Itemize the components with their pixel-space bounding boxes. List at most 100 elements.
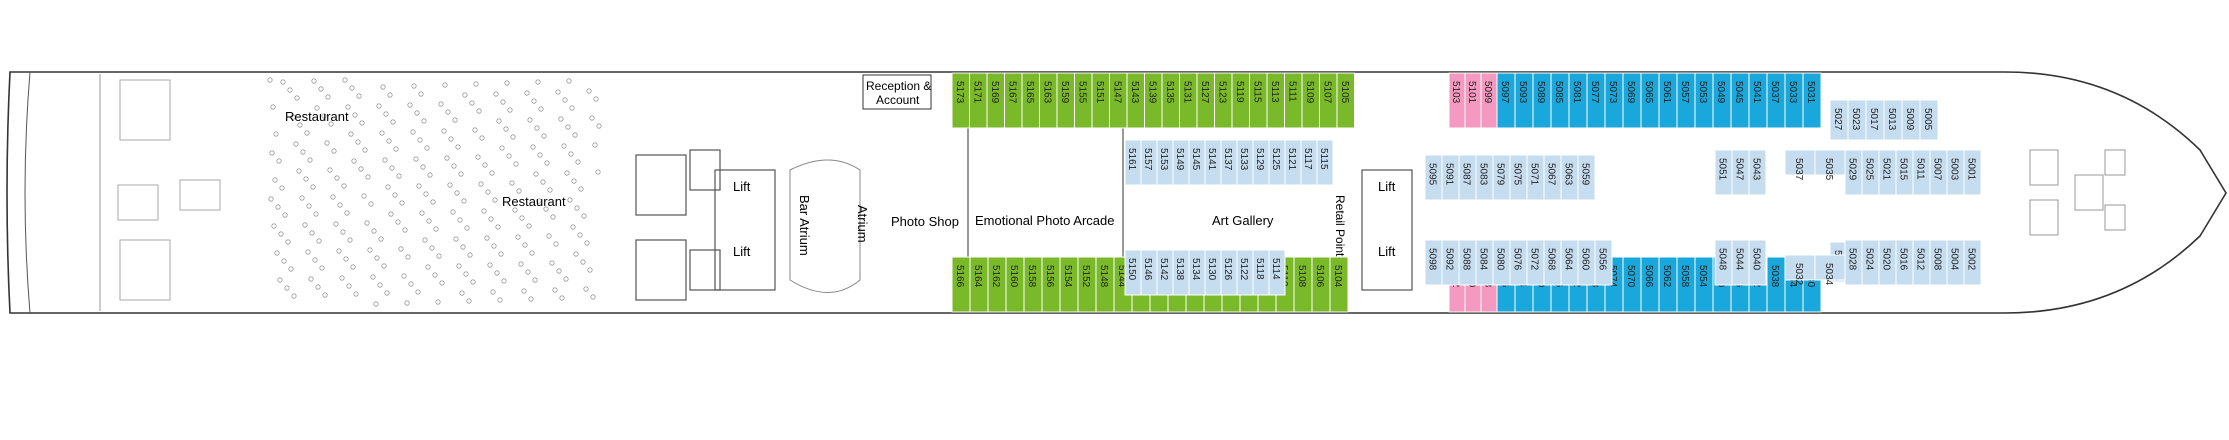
table-seat (457, 217, 463, 223)
table-seat (395, 219, 401, 225)
table-seat (533, 171, 539, 177)
cabin-number-5164: 5164 (972, 265, 983, 288)
cabin-5114[interactable] (1268, 249, 1286, 296)
table-seat (425, 264, 431, 270)
table-seat (313, 211, 319, 217)
table-seat (291, 293, 297, 299)
table-seat (316, 238, 322, 244)
table-seat (458, 171, 464, 177)
table-seat (387, 92, 393, 98)
table-seat (299, 195, 305, 201)
cabin-5059[interactable] (1577, 154, 1596, 201)
cabin-number-5147: 5147 (1111, 81, 1122, 104)
table-seat (592, 142, 598, 148)
cabin-number-5115: 5115 (1251, 81, 1262, 103)
table-seat (393, 146, 399, 152)
table-seat (353, 291, 359, 297)
table-seat (281, 258, 287, 264)
reception-desk (862, 74, 932, 110)
cabin-number-5089: 5089 (1535, 81, 1546, 104)
cabin-5105[interactable] (1336, 72, 1355, 129)
cabin-5031[interactable] (1802, 72, 1822, 129)
table-seat (380, 84, 386, 90)
table-seat (492, 197, 498, 203)
cabin-5056[interactable] (1594, 239, 1613, 286)
cabin-number-5035: 5035 (1823, 158, 1834, 181)
table-seat (388, 211, 394, 217)
reception-label-2: Account (876, 93, 920, 107)
cabin-number-5020: 5020 (1881, 248, 1892, 271)
cabin-5002[interactable] (1963, 239, 1982, 286)
cabin-5001[interactable] (1963, 149, 1982, 196)
table-seat (307, 157, 313, 163)
cabin-5040[interactable] (1748, 239, 1767, 286)
cabin-number-5041: 5041 (1751, 81, 1762, 104)
cabin-number-5158: 5158 (1026, 265, 1037, 288)
table-seat (506, 153, 512, 159)
table-seat (589, 115, 595, 121)
table-seat (561, 143, 567, 149)
cabin-number-5034: 5034 (1823, 263, 1834, 286)
table-seat (383, 111, 389, 117)
cabin-number-5001: 5001 (1966, 158, 1977, 181)
table-seat (509, 180, 515, 186)
cabin-number-5072: 5072 (1529, 248, 1540, 271)
table-seat (272, 177, 278, 183)
table-seat (441, 128, 447, 134)
cabin-number-5063: 5063 (1563, 163, 1574, 186)
cabin-number-5061: 5061 (1661, 81, 1672, 104)
table-seat (304, 130, 310, 136)
cabin-number-5091: 5091 (1444, 163, 1455, 186)
cabin-number-5071: 5071 (1529, 163, 1540, 186)
cabin-number-5129: 5129 (1254, 148, 1265, 171)
cabin-number-5057: 5057 (1679, 81, 1690, 104)
table-seat (410, 129, 416, 135)
table-seat (276, 158, 282, 164)
cabin-number-5130: 5130 (1206, 258, 1217, 281)
cabin-number-5073: 5073 (1607, 81, 1618, 104)
table-seat (370, 274, 376, 280)
cabin-5043[interactable] (1748, 149, 1767, 196)
cabin-5034[interactable] (1814, 254, 1846, 281)
table-seat (462, 92, 468, 98)
cabin-number-5125: 5125 (1270, 148, 1281, 171)
table-seat (569, 105, 575, 111)
table-seat (488, 216, 494, 222)
table-seat (430, 199, 436, 205)
cabin-5035[interactable] (1814, 149, 1846, 176)
retail-point-label: Retail Point (1333, 195, 1347, 257)
cabin-number-5079: 5079 (1495, 163, 1506, 186)
table-seat (464, 225, 470, 231)
table-seat (543, 206, 549, 212)
table-seat (274, 250, 280, 256)
table-seat (343, 256, 349, 262)
table-seat (572, 132, 578, 138)
cabin-number-5068: 5068 (1546, 248, 1557, 271)
cabin-number-5085: 5085 (1553, 81, 1564, 104)
table-seat (385, 184, 391, 190)
cabin-number-5134: 5134 (1190, 258, 1201, 281)
cabin-number-5122: 5122 (1238, 258, 1249, 281)
cabin-5104[interactable] (1329, 256, 1349, 313)
cabin-5005[interactable] (1919, 99, 1939, 141)
table-seat (455, 144, 461, 150)
fore-details (2029, 149, 2126, 236)
table-seat (345, 104, 351, 110)
table-seat (337, 202, 343, 208)
cabin-number-5081: 5081 (1571, 81, 1582, 104)
table-seat (288, 266, 294, 272)
table-seat (432, 272, 438, 278)
table-seat (315, 284, 321, 290)
table-seat (593, 96, 599, 102)
table-seat (498, 251, 504, 257)
cabin-5115[interactable] (1316, 139, 1334, 186)
cabin-number-5064: 5064 (1563, 248, 1574, 271)
table-seat (497, 297, 503, 303)
cabin-number-5145: 5145 (1190, 148, 1201, 171)
cabin-number-5165: 5165 (1024, 81, 1035, 104)
cabin-number-5069: 5069 (1625, 81, 1636, 104)
table-seat (463, 271, 469, 277)
table-seat (530, 144, 536, 150)
table-seat (365, 174, 371, 180)
table-seat (420, 164, 426, 170)
